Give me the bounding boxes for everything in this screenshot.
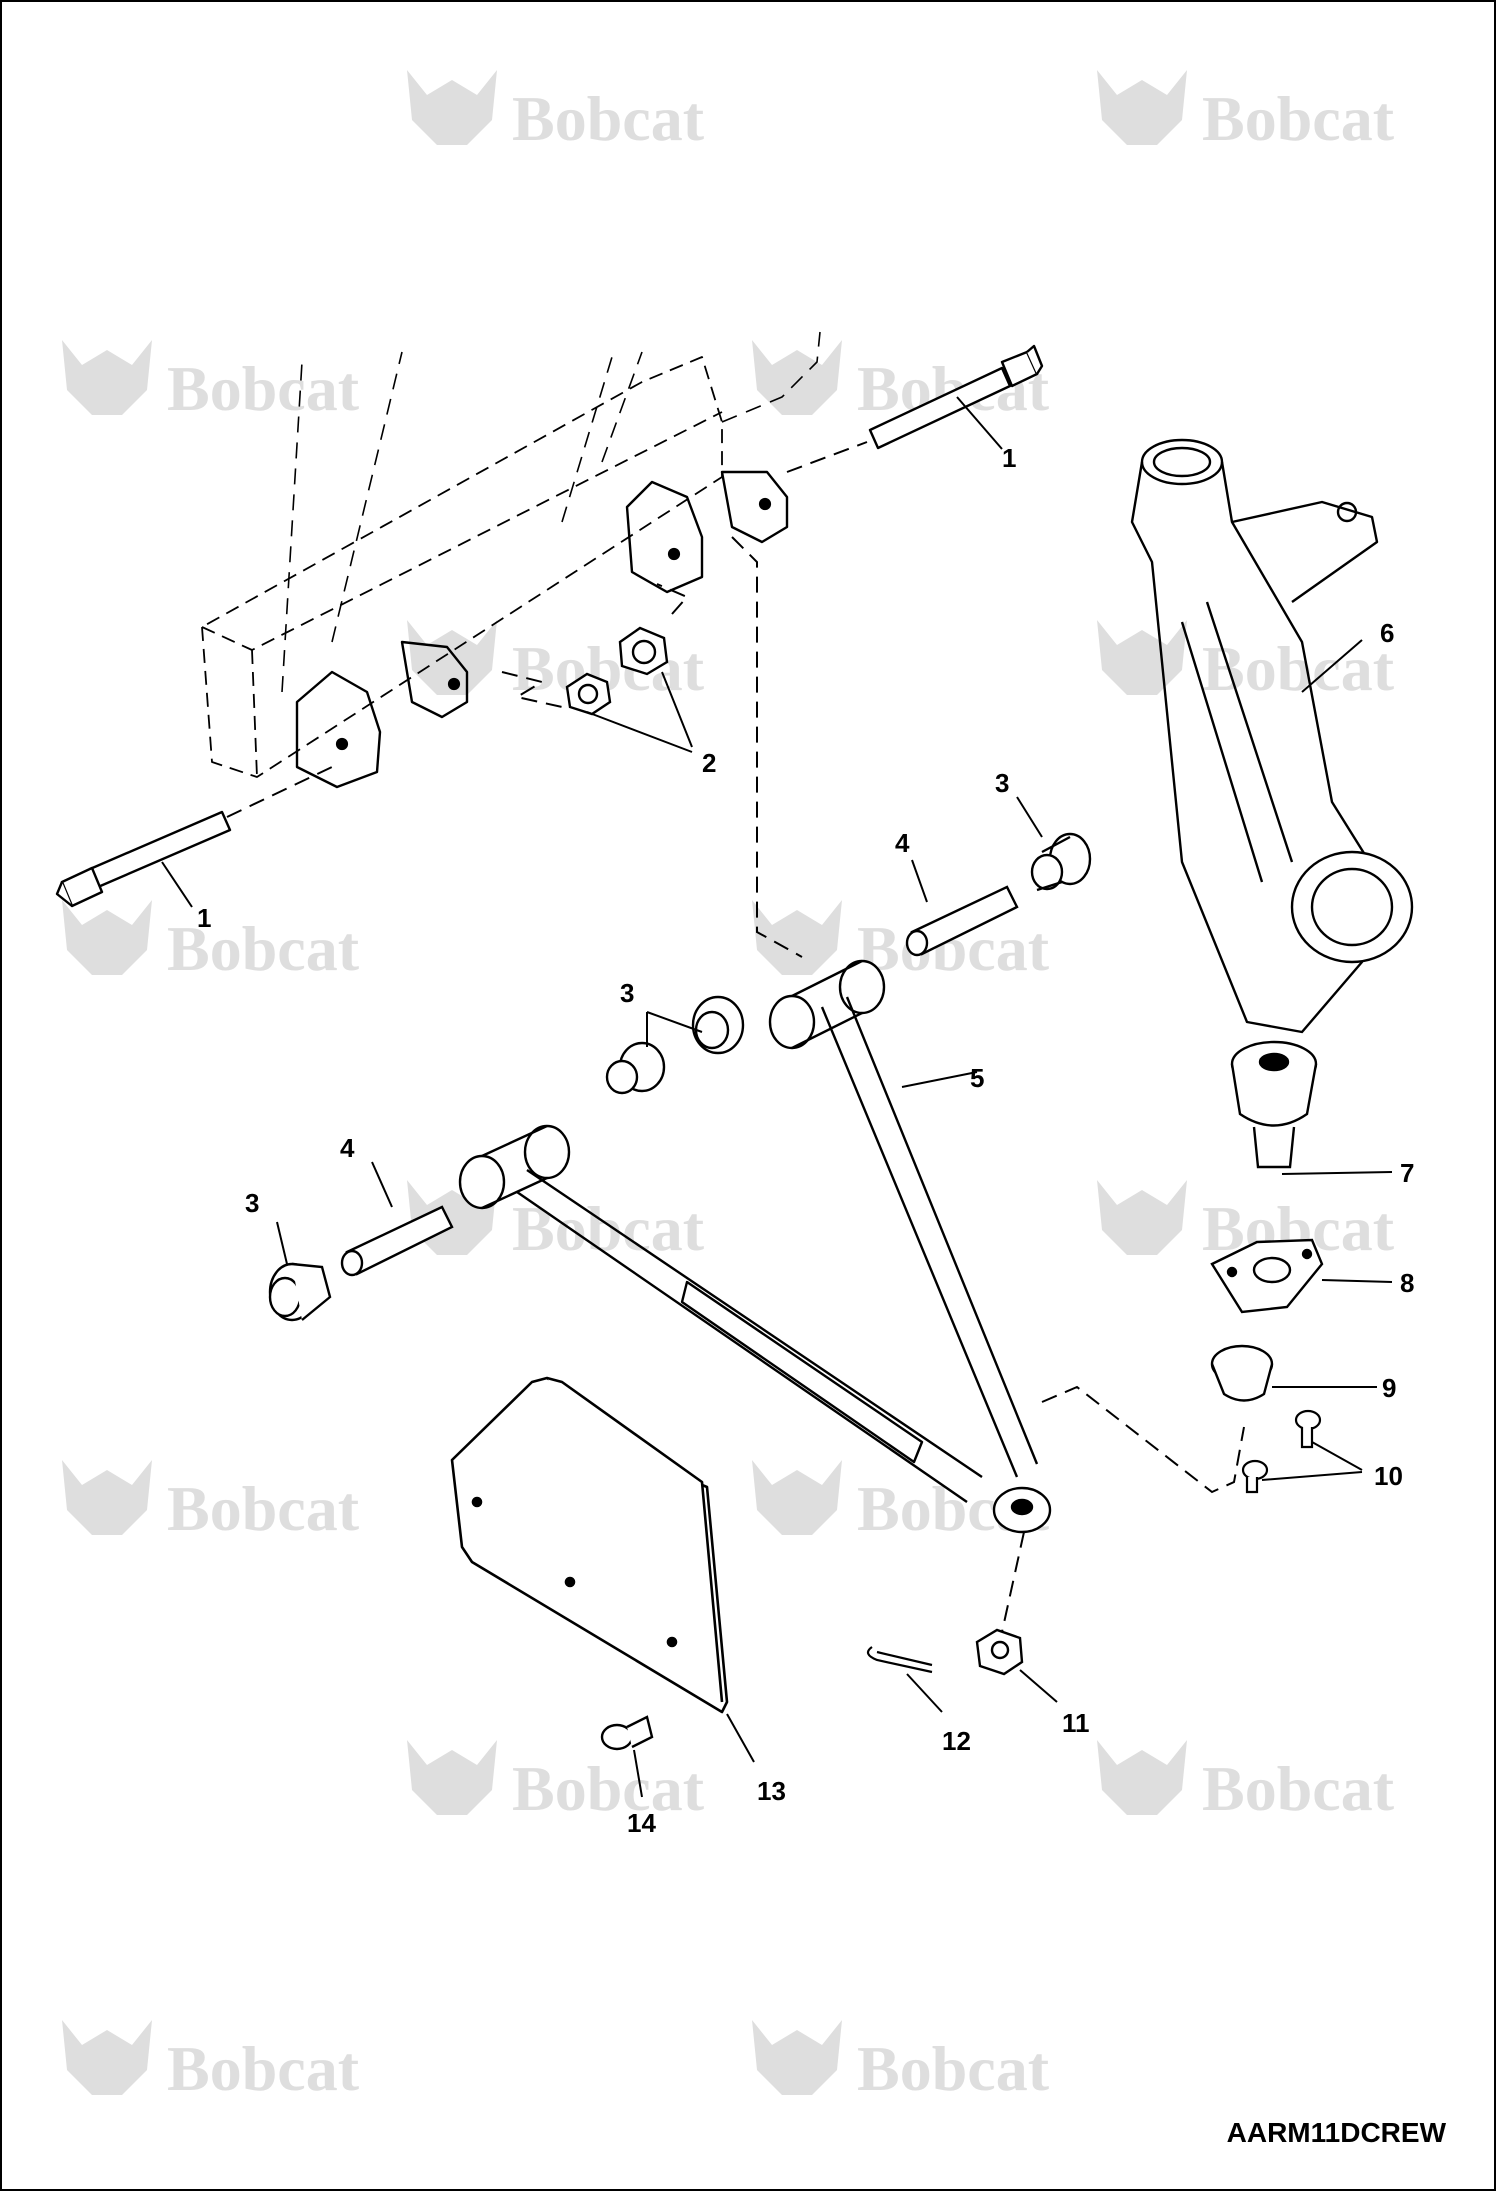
frame-chassis: [201, 331, 821, 789]
bobcat-watermark: Bobcat: [1097, 620, 1395, 704]
bobcat-logo-icon: [1097, 620, 1187, 695]
bobcat-watermark: Bobcat: [62, 900, 360, 984]
bobcat-logo-icon: [752, 1460, 842, 1535]
bobcat-watermark: Bobcat: [1097, 70, 1395, 154]
callout-3-left: 3: [245, 1188, 259, 1218]
bobcat-logo-icon: [407, 70, 497, 145]
bobcat-watermark: Bobcat: [752, 900, 1050, 984]
bobcat-logo-icon: [752, 900, 842, 975]
bobcat-logo-icon: [62, 1460, 152, 1535]
bobcat-logo-icon: [1097, 1180, 1187, 1255]
shield-plate: [450, 1376, 729, 1714]
callout-3-top: 3: [995, 768, 1009, 798]
bolt-rear: [868, 344, 1044, 450]
cotter-pin: [866, 1646, 933, 1674]
watermark-brand-text: Bobcat: [512, 1193, 705, 1264]
callout-9: 9: [1382, 1373, 1396, 1403]
dust-boot: [1210, 1344, 1274, 1402]
callout-11: 11: [1062, 1708, 1090, 1738]
callout-5: 5: [970, 1063, 984, 1093]
watermark-brand-text: Bobcat: [512, 1753, 705, 1824]
watermark-brand-text: Bobcat: [167, 2033, 360, 2104]
callout-10: 10: [1374, 1461, 1403, 1491]
bobcat-watermark: Bobcat: [1097, 1740, 1395, 1824]
bobcat-logo-icon: [62, 900, 152, 975]
callout-1-front: 1: [197, 903, 211, 933]
leader-lines: [161, 396, 1393, 1798]
assembly-lines: [226, 441, 1245, 1633]
bobcat-logo-icon: [62, 340, 152, 415]
bobcat-watermark: Bobcat: [752, 2020, 1050, 2104]
callout-4-top: 4: [895, 828, 910, 858]
screws: [1241, 1409, 1322, 1494]
bobcat-logo-icon: [407, 1740, 497, 1815]
bobcat-logo-icon: [62, 2020, 152, 2095]
callout-4-left: 4: [340, 1133, 355, 1163]
bobcat-logo-icon: [1097, 70, 1187, 145]
callout-6: 6: [1380, 618, 1394, 648]
ball-joint: [1230, 1040, 1318, 1169]
retainer-plate: [1210, 1238, 1324, 1314]
callout-3-middle: 3: [620, 978, 634, 1008]
drawing-code: AARM11DCREW: [1226, 2117, 1446, 2148]
bobcat-watermark: Bobcat: [407, 1740, 705, 1824]
sleeves: [340, 885, 1019, 1277]
watermark-brand-text: Bobcat: [1202, 1753, 1395, 1824]
callout-labels: 1 1 2 3 3 3 4 4 5 6 7 8 9 10 11 12 13 14: [197, 443, 1414, 1838]
bobcat-logo-icon: [752, 2020, 842, 2095]
callout-12: 12: [942, 1726, 971, 1756]
callout-13: 13: [757, 1776, 786, 1806]
nut-pair: [565, 626, 669, 716]
watermark-brand-text: Bobcat: [167, 353, 360, 424]
callout-8: 8: [1400, 1268, 1414, 1298]
callout-2: 2: [702, 748, 716, 778]
watermark-brand-text: Bobcat: [512, 83, 705, 154]
bobcat-logo-icon: [1097, 1740, 1187, 1815]
bobcat-watermark: Bobcat: [62, 1460, 360, 1544]
bolt-front: [55, 810, 232, 908]
watermark-brand-text: Bobcat: [167, 913, 360, 984]
watermark-brand-text: Bobcat: [857, 2033, 1050, 2104]
bobcat-watermark: Bobcat: [407, 70, 705, 154]
bobcat-logo-icon: [407, 620, 497, 695]
bobcat-watermark: Bobcat: [62, 2020, 360, 2104]
bobcat-logo-icon: [752, 340, 842, 415]
callout-14: 14: [627, 1808, 656, 1838]
callout-1-rear: 1: [1002, 443, 1016, 473]
watermark-brand-text: Bobcat: [1202, 83, 1395, 154]
spindle-knuckle: [1130, 438, 1414, 1034]
shield-screw: [600, 1715, 654, 1751]
watermark-brand-text: Bobcat: [1202, 633, 1395, 704]
control-arm: [458, 959, 1052, 1534]
bobcat-watermark: Bobcat: [407, 1180, 705, 1264]
bobcat-watermark: Bobcat: [62, 340, 360, 424]
castle-nut: [975, 1628, 1024, 1676]
callout-7: 7: [1400, 1158, 1414, 1188]
bushings: [268, 832, 1092, 1322]
watermark-brand-text: Bobcat: [167, 1473, 360, 1544]
